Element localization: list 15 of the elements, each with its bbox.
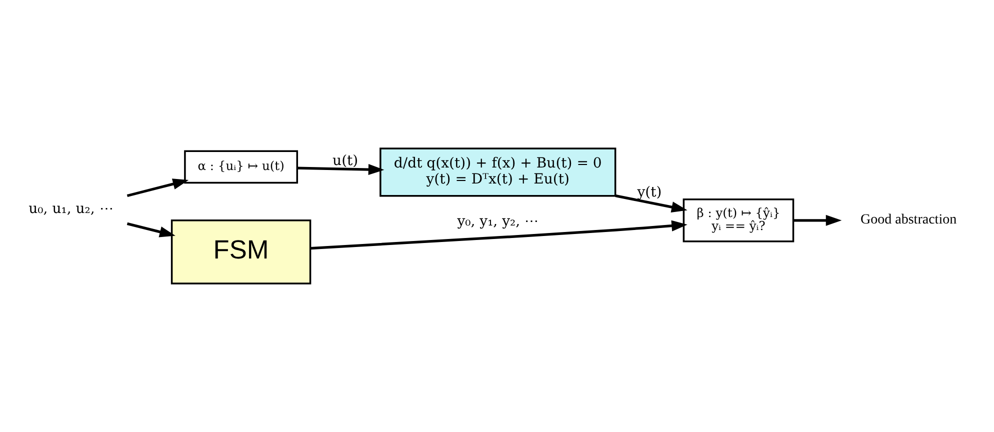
arrow bbox=[310, 220, 688, 250]
edge-label: u(t) bbox=[332, 152, 358, 169]
arrow bbox=[126, 178, 189, 198]
node-box: α : {uᵢ} ↦ u(t) bbox=[184, 150, 298, 184]
node-box: β : y(t) ↦ {ŷᵢ} yᵢ == ŷᵢ? bbox=[682, 198, 794, 242]
arrow bbox=[297, 164, 384, 176]
node-box: FSM bbox=[170, 220, 312, 284]
node-box: d/dt q(x(t)) + f(x) + Bu(t) = 0 y(t) = Dᵀx(t) + Eu(t) bbox=[380, 148, 616, 197]
arrow bbox=[793, 214, 842, 226]
edge-label: y₀, y₁, y₂, ⋯ bbox=[457, 213, 539, 230]
arrow bbox=[615, 194, 688, 213]
arrow bbox=[126, 222, 176, 238]
node-text: u₀, u₁, u₂, ⋯ bbox=[28, 201, 114, 218]
node-text: Good abstraction bbox=[860, 212, 957, 228]
edge-label: y(t) bbox=[637, 184, 662, 201]
